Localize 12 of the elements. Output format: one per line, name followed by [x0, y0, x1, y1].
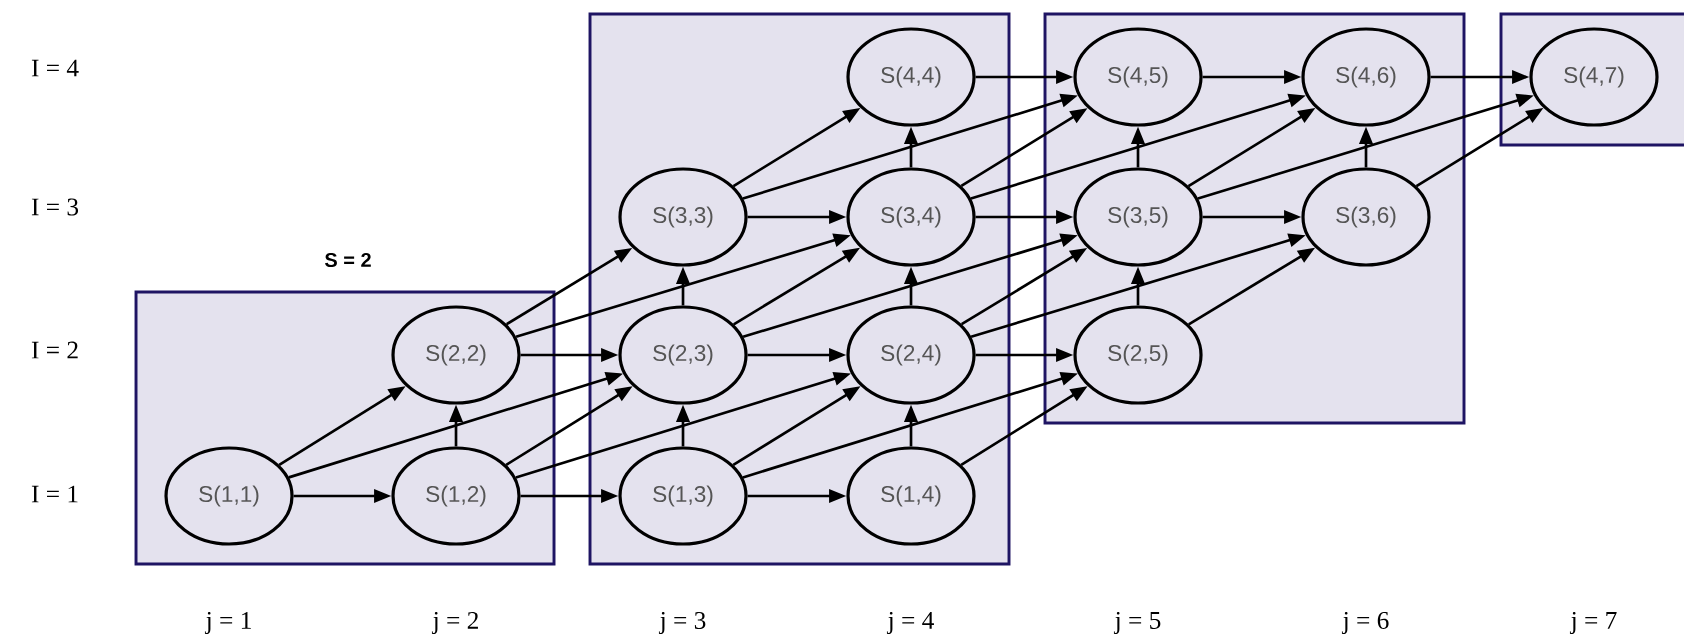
row-label: I = 4 — [31, 59, 79, 77]
column-label: j = 5 — [1113, 611, 1161, 635]
column-label: j = 2 — [431, 611, 478, 635]
row-label: I = 3 — [31, 198, 79, 216]
column-label: j = 3 — [658, 611, 706, 635]
row-label: I = 1 — [31, 485, 78, 503]
column-label: j = 1 — [204, 611, 251, 635]
group-heading: S = 2 — [324, 252, 371, 268]
column-label: j = 7 — [1569, 611, 1617, 635]
row-label: I = 2 — [31, 341, 78, 359]
column-label: j = 4 — [886, 611, 934, 635]
column-label: j = 6 — [1341, 611, 1389, 635]
